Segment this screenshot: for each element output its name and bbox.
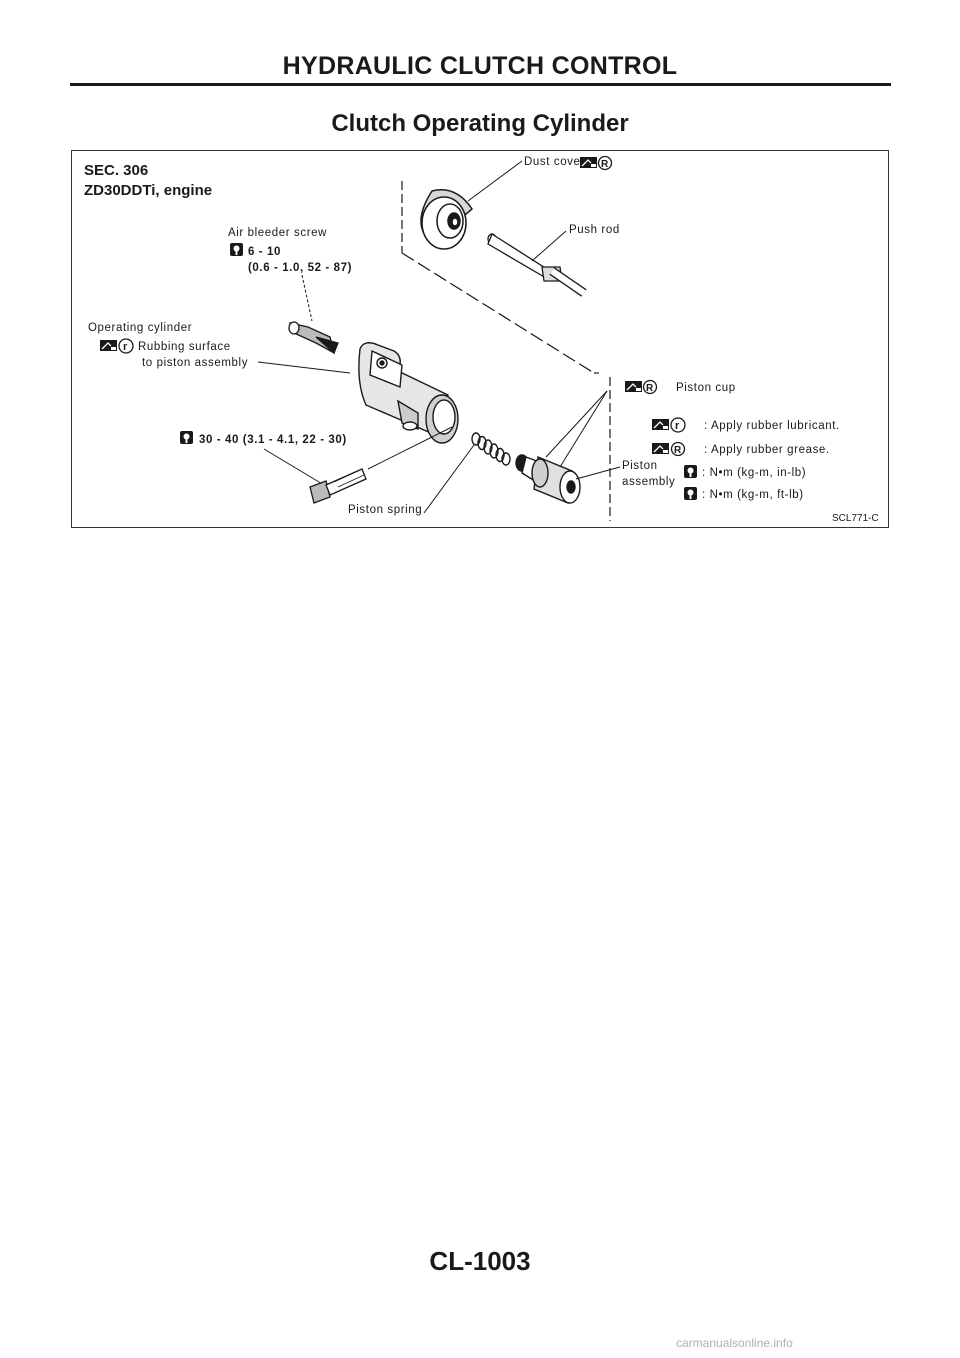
- rubbing-surface-label: Rubbing surface: [138, 341, 231, 353]
- mounting-bolt-part: [309, 468, 367, 504]
- grease-brush-icon: [579, 156, 598, 169]
- dust-cover-part: [420, 189, 473, 250]
- piston-assembly-label-2: assembly: [622, 476, 675, 488]
- page-title: Clutch Operating Cylinder: [331, 110, 629, 137]
- grease-R-icon: [597, 155, 613, 171]
- exploded-diagram: SEC. 306 ZD30DDTi, engine Dust cover R P…: [84, 155, 879, 524]
- svg-text:r: r: [675, 420, 680, 432]
- torque-large-icon: [180, 431, 193, 444]
- figure-frame: SEC. 306 ZD30DDTi, engine Dust cover R P…: [71, 150, 889, 528]
- bolt-torque-label: 30 - 40 (3.1 - 4.1, 22 - 30): [199, 434, 347, 446]
- air-bleeder-torque-units: (0.6 - 1.0, 52 - 87): [248, 262, 352, 274]
- legend-lubricant: : Apply rubber lubricant.: [704, 420, 840, 432]
- push-rod-part: [487, 233, 587, 297]
- piston-assembly-part: [515, 454, 581, 504]
- svg-text:R: R: [646, 383, 654, 394]
- rubbing-surface-label-2: to piston assembly: [142, 357, 248, 369]
- operating-cylinder-label: Operating cylinder: [88, 322, 192, 334]
- air-bleeder-screw-part: [288, 321, 339, 355]
- svg-text:r: r: [123, 341, 128, 353]
- legend: r : Apply rubber lubricant. R : Apply ru…: [651, 417, 840, 501]
- header-rule: [70, 83, 891, 86]
- svg-text:R: R: [601, 159, 609, 170]
- dust-cover-label: Dust cover: [524, 156, 585, 168]
- legend-torque-ftlb: : N•m (kg-m, ft-lb): [702, 489, 804, 501]
- piston-assembly-label: Piston: [622, 460, 658, 472]
- sec-label: SEC. 306: [84, 162, 148, 179]
- svg-text:R: R: [674, 445, 682, 456]
- watermark: carmanualsonline.info: [676, 1336, 793, 1350]
- assembly-outline: [401, 181, 611, 521]
- page-number: CL-1003: [429, 1246, 531, 1276]
- piston-spring-label: Piston spring: [348, 504, 422, 516]
- lubricant-r-icon: [118, 338, 134, 354]
- air-bleeder-label: Air bleeder screw: [228, 227, 327, 239]
- air-bleeder-torque: 6 - 10: [248, 246, 281, 258]
- legend-torque-inlb: : N•m (kg-m, in-lb): [702, 467, 806, 479]
- section-header: HYDRAULIC CLUTCH CONTROL: [282, 52, 678, 80]
- piston-spring-part: [471, 432, 511, 466]
- legend-grease: : Apply rubber grease.: [704, 444, 830, 456]
- engine-label: ZD30DDTi, engine: [84, 182, 212, 199]
- figure-code: SCL771-C: [832, 513, 879, 524]
- push-rod-label: Push rod: [569, 224, 620, 236]
- operating-cylinder-part: [358, 342, 459, 444]
- torque-small-icon: [230, 243, 243, 256]
- piston-cup-label: Piston cup: [676, 382, 736, 394]
